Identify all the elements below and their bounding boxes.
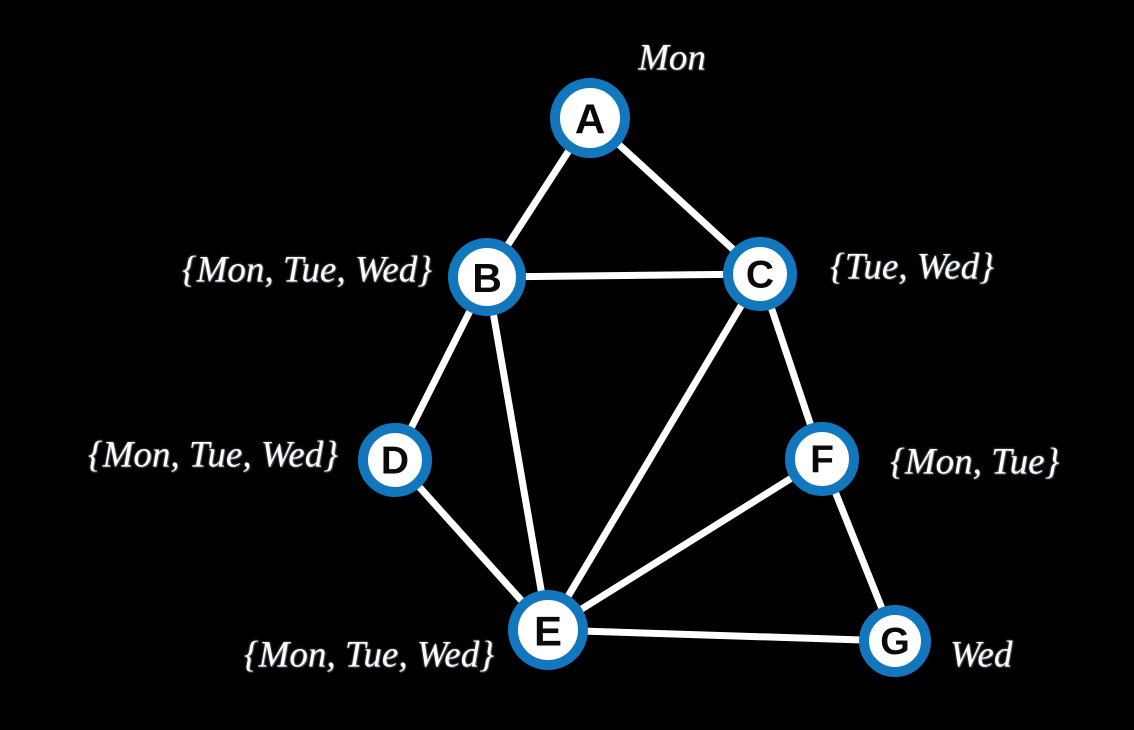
edge-f-g <box>831 487 887 614</box>
edge-c-f <box>767 302 815 431</box>
node-d[interactable]: D <box>358 423 432 497</box>
node-a-label: A <box>575 96 605 143</box>
domain-label-e: {Mon, Tue, Wed} <box>243 634 494 676</box>
node-c-label: C <box>746 254 774 297</box>
node-a[interactable]: A <box>550 78 630 158</box>
domain-label-a: Mon <box>638 37 706 79</box>
node-g[interactable]: G <box>859 605 931 677</box>
domain-label-c: {Tue, Wed} <box>830 246 994 288</box>
edge-e-g <box>581 627 866 644</box>
node-d-label: D <box>381 440 409 483</box>
node-f[interactable]: F <box>785 422 859 496</box>
node-f-label: F <box>810 439 834 482</box>
domain-label-b: {Mon, Tue, Wed} <box>181 249 432 291</box>
edge-b-c <box>519 270 730 281</box>
nodes-group: A B C D E F G <box>358 78 931 677</box>
node-c-circle <box>723 237 797 311</box>
domain-label-f: {Mon, Tue} <box>890 441 1060 483</box>
node-g-label: G <box>880 621 910 663</box>
node-d-circle <box>358 423 432 497</box>
edge-b-d <box>406 305 475 434</box>
edge-e-f <box>575 473 797 614</box>
edge-a-c <box>613 139 739 255</box>
edge-b-e <box>489 308 546 598</box>
node-f-circle <box>785 422 859 496</box>
edges-group <box>406 139 887 644</box>
edge-a-b <box>503 145 574 251</box>
edge-d-e <box>414 481 527 606</box>
node-c[interactable]: C <box>723 237 797 311</box>
node-e[interactable]: E <box>508 590 588 670</box>
node-e-label: E <box>534 608 562 655</box>
node-b-circle <box>448 238 526 316</box>
domain-label-g: Wed <box>950 634 1013 676</box>
node-a-circle <box>550 78 630 158</box>
node-e-circle <box>508 590 588 670</box>
domain-label-d: {Mon, Tue, Wed} <box>87 434 338 476</box>
node-b[interactable]: B <box>448 238 526 316</box>
edge-c-e <box>563 299 747 602</box>
node-b-label: B <box>472 255 502 301</box>
node-g-circle <box>859 605 931 677</box>
